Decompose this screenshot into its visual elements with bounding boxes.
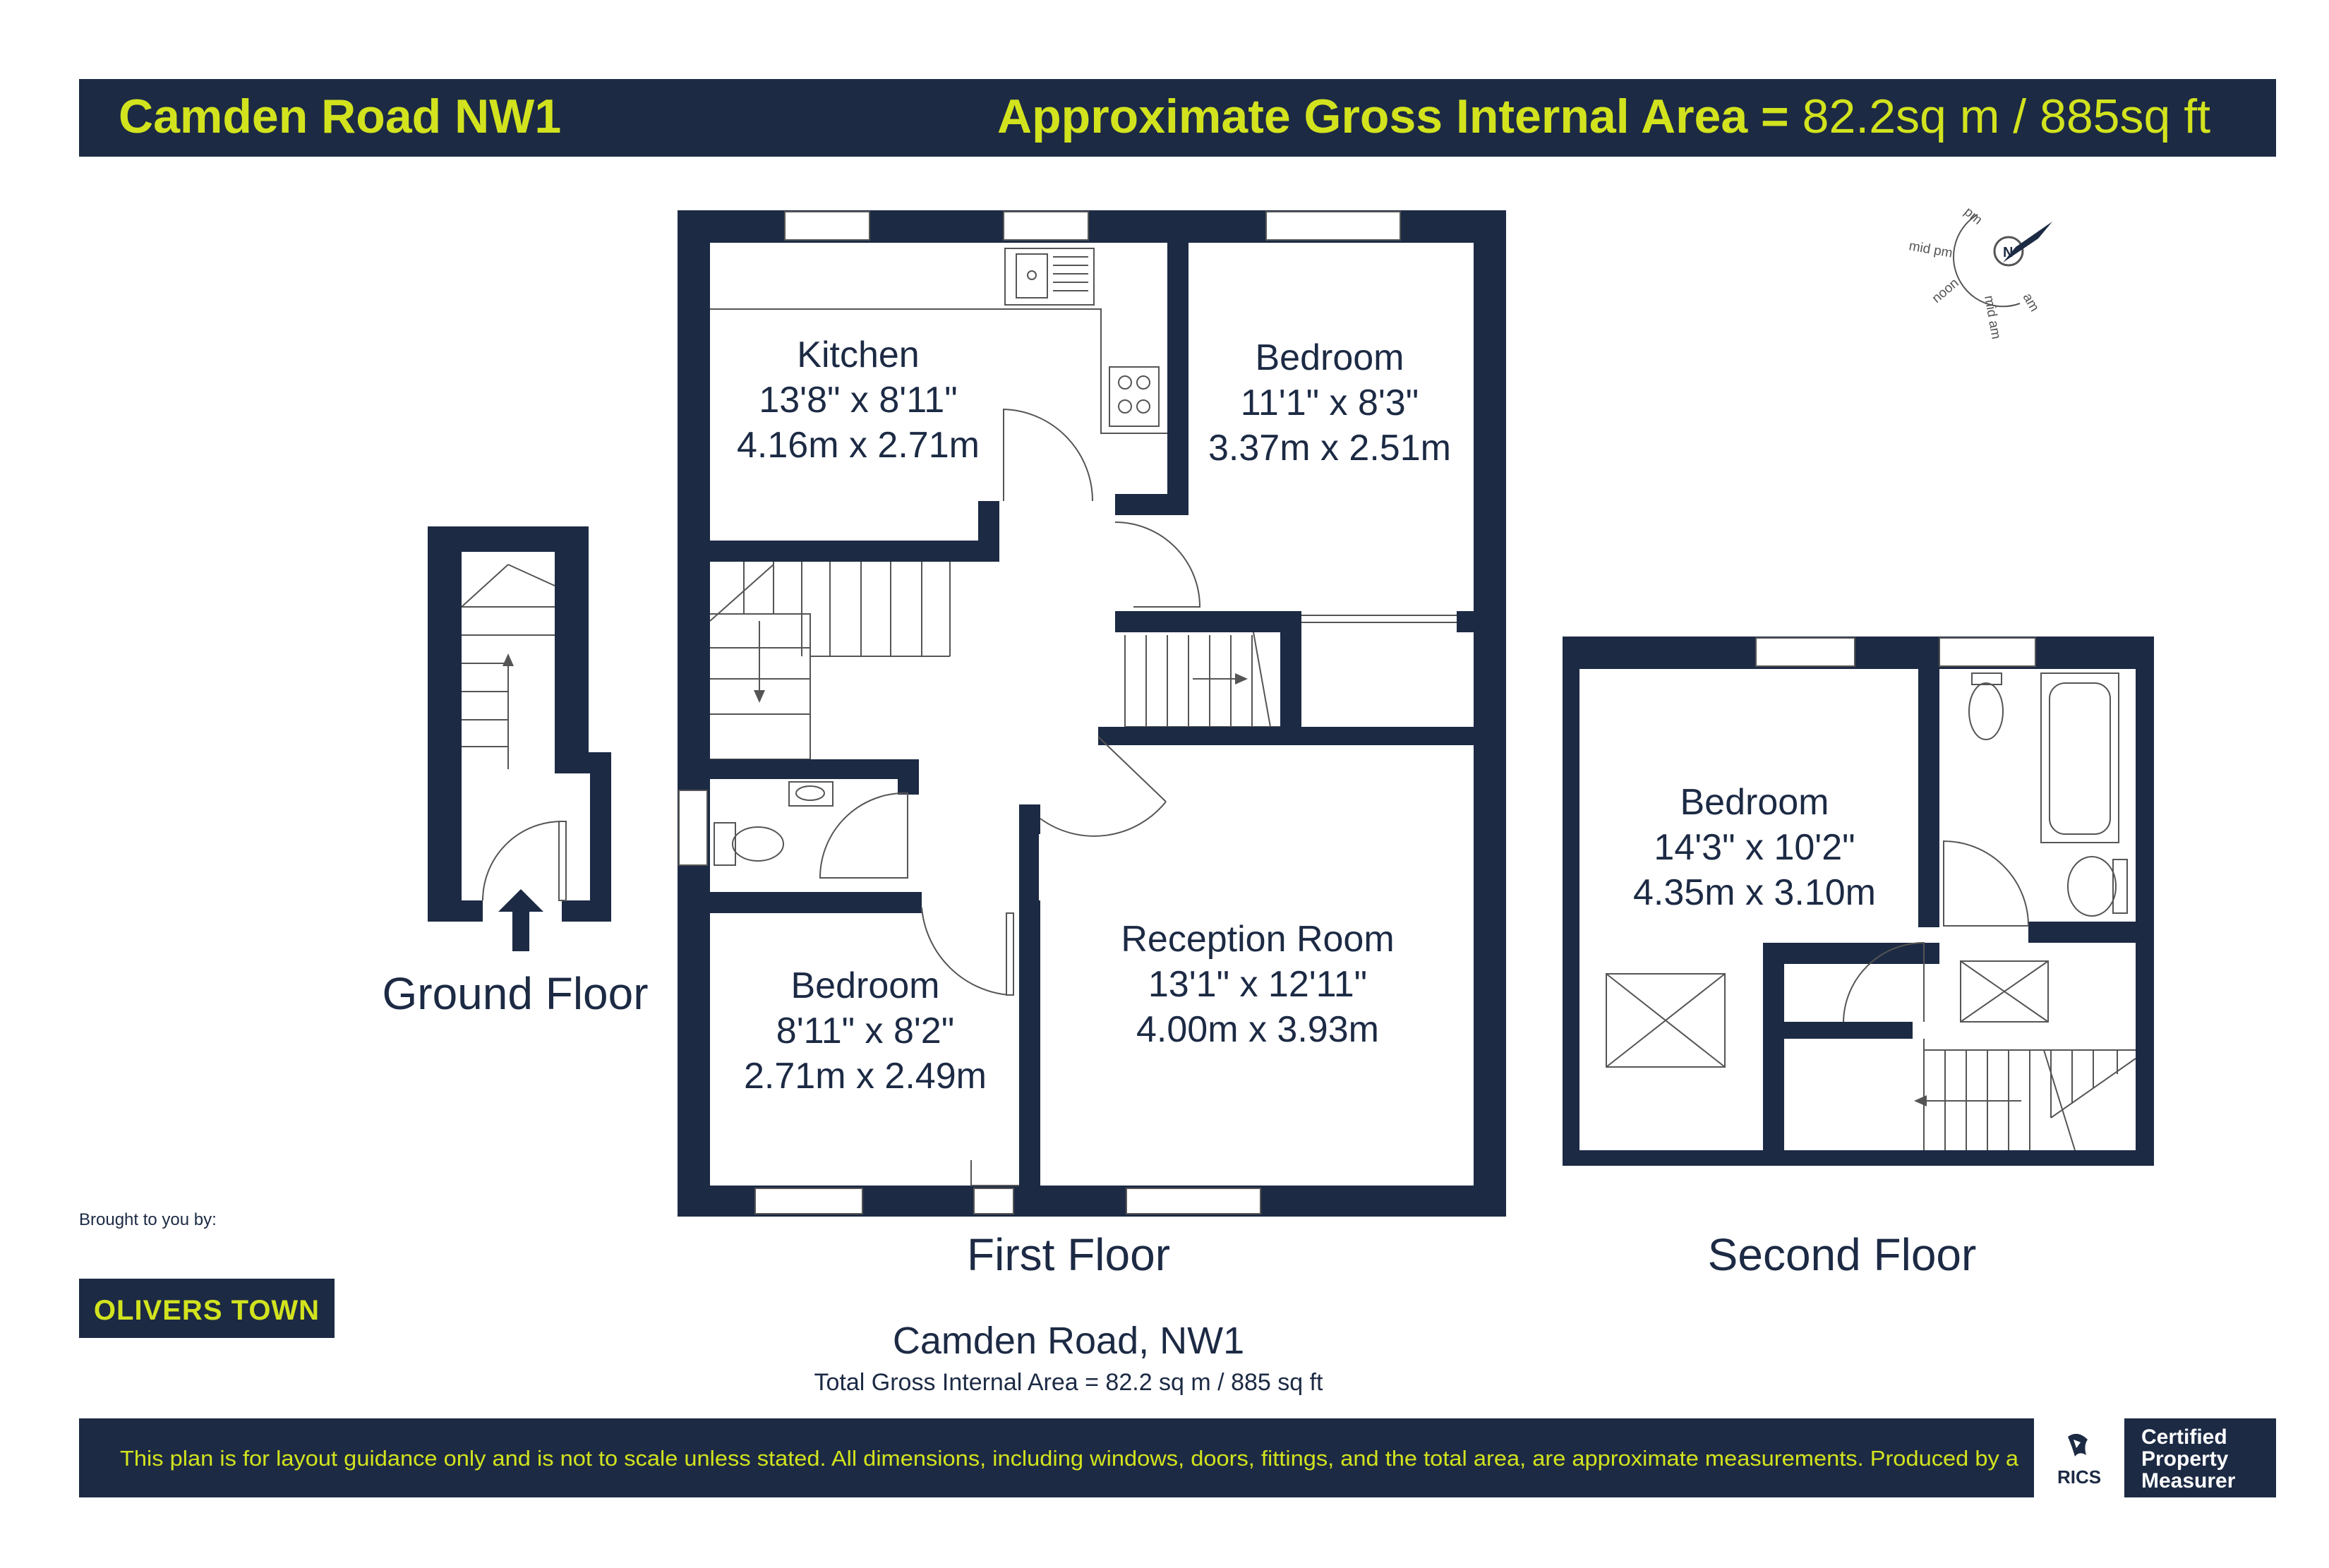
agent-logo: OLIVERS TOWN: [79, 1279, 335, 1338]
compass-mid-am: mid am: [1981, 294, 2003, 340]
certified-line-2: Property: [2141, 1447, 2229, 1471]
svg-text:Measurer: Measurer: [2141, 1469, 2236, 1492]
first-floor-plan: Kitchen 13'8" x 8'11" 4.16m x 2.71m Bedr…: [678, 210, 1506, 1280]
svg-text:13'8" x 8'11": 13'8" x 8'11": [759, 380, 957, 421]
svg-text:2.71m x 2.49m: 2.71m x 2.49m: [744, 1056, 987, 1097]
bedroom-second-metric: 4.35m x 3.10m: [1633, 872, 1876, 913]
bedroom-first-top-name: Bedroom: [1256, 337, 1404, 378]
ground-floor-plan: Ground Floor: [382, 526, 649, 1019]
compass-am: am: [2020, 291, 2042, 314]
svg-text:Kitchen: Kitchen: [797, 334, 919, 375]
svg-text:14'3" x 10'2": 14'3" x 10'2": [1654, 827, 1855, 868]
first-stairs-up: [1124, 632, 1280, 728]
second-floor-plan: Bedroom 14'3" x 10'2" 4.35m x 3.10m Seco…: [1563, 637, 2154, 1280]
footer-address: Camden Road, NW1: [893, 1320, 1244, 1362]
compass-north: N: [2003, 245, 2013, 260]
header-area: Approximate Gross Internal Area = 82.2sq…: [997, 90, 2210, 143]
kitchen-name: Kitchen: [797, 334, 919, 375]
ground-floor-label: Ground Floor: [382, 968, 648, 1019]
svg-text:Property: Property: [2141, 1447, 2229, 1471]
header-bar: Camden Road NW1 Approximate Gross Intern…: [79, 79, 2276, 157]
svg-text:4.35m x 3.10m: 4.35m x 3.10m: [1633, 872, 1876, 913]
svg-text:Bedroom: Bedroom: [791, 965, 940, 1006]
bedroom-first-top-metric: 3.37m x 2.51m: [1208, 428, 1451, 469]
compass-noon: noon: [1930, 276, 1962, 306]
brought-by-label: Brought to you by:: [79, 1210, 217, 1229]
disclaimer-text: This plan is for layout guidance only an…: [120, 1446, 2019, 1471]
ground-stairs: [461, 564, 555, 769]
bedroom-first-top-imperial: 11'1" x 8'3": [1241, 382, 1419, 423]
reception-imperial: 13'1" x 12'11": [1148, 964, 1367, 1005]
compass-mid-pm: mid pm: [1908, 239, 1954, 260]
svg-text:Bedroom: Bedroom: [1680, 782, 1829, 823]
reception-metric: 4.00m x 3.93m: [1136, 1009, 1379, 1050]
svg-text:8'11" x 8'2": 8'11" x 8'2": [776, 1011, 954, 1051]
compass-pm: pm: [1961, 205, 1985, 228]
bedroom-first-bottom-imperial: 8'11" x 8'2": [776, 1011, 954, 1051]
svg-text:4.16m x 2.71m: 4.16m x 2.71m: [737, 425, 980, 466]
bedroom-second-name: Bedroom: [1680, 782, 1829, 823]
header-area-prefix: Approximate Gross Internal Area =: [997, 90, 1789, 143]
svg-text:Reception Room: Reception Room: [1121, 919, 1394, 960]
footer-total-area: Total Gross Internal Area = 82.2 sq m / …: [814, 1369, 1324, 1396]
certified-badge: Certified Property Measurer: [2141, 1425, 2236, 1492]
svg-text:13'1" x 12'11": 13'1" x 12'11": [1148, 964, 1367, 1005]
svg-text:4.00m x 3.93m: 4.00m x 3.93m: [1136, 1009, 1379, 1050]
certified-line-1: Certified: [2141, 1425, 2227, 1449]
north-arrow-icon: [2003, 222, 2052, 263]
bedroom-second-imperial: 14'3" x 10'2": [1654, 827, 1855, 868]
bedroom-first-bottom-name: Bedroom: [791, 965, 940, 1006]
second-floor-label: Second Floor: [1708, 1229, 1977, 1280]
first-stairs-down: [709, 562, 951, 760]
svg-text:Certified: Certified: [2141, 1425, 2227, 1449]
agent-logo-text: OLIVERS TOWN: [94, 1295, 320, 1326]
svg-text:3.37m x 2.51m: 3.37m x 2.51m: [1208, 428, 1451, 469]
entrance-arrow-icon: [498, 889, 543, 951]
reception-name: Reception Room: [1121, 919, 1394, 960]
compass: N pm mid pm noon mid am am: [1908, 205, 2052, 340]
rics-logo-icon: [2068, 1433, 2088, 1457]
bedroom-first-bottom-metric: 2.71m x 2.49m: [744, 1056, 987, 1097]
svg-text:Bedroom: Bedroom: [1256, 337, 1404, 378]
kitchen-imperial: 13'8" x 8'11": [759, 380, 957, 421]
kitchen-metric: 4.16m x 2.71m: [737, 425, 980, 466]
certified-line-3: Measurer: [2141, 1469, 2236, 1492]
disclaimer-bar: This plan is for layout guidance only an…: [79, 1418, 2276, 1497]
header-address: Camden Road NW1: [119, 90, 561, 143]
second-stairs: [1914, 1039, 2136, 1151]
svg-text:11'1" x 8'3": 11'1" x 8'3": [1241, 382, 1419, 423]
first-floor-label: First Floor: [967, 1229, 1170, 1280]
header-area-value: 82.2sq m / 885sq ft: [1789, 90, 2210, 143]
rics-label: RICS: [2057, 1466, 2101, 1488]
